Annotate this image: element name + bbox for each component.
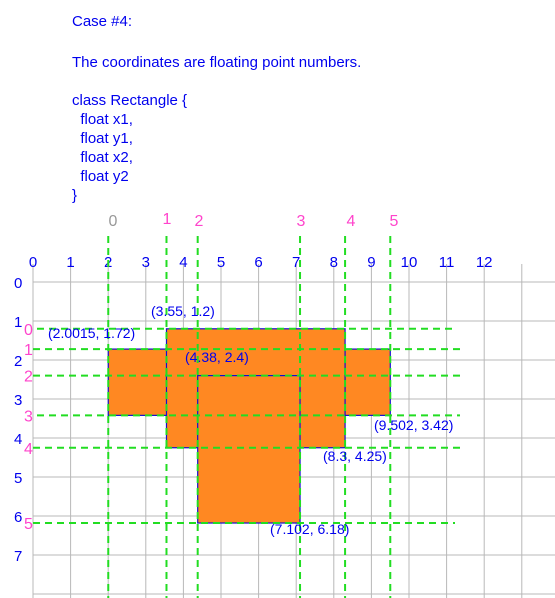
y-axis-tick-label: 7 xyxy=(14,548,22,565)
y-axis-tick-label: 3 xyxy=(14,392,22,409)
point-coordinate-label: (7.102, 6.18) xyxy=(270,521,349,537)
compressed-y-index-label: 5 xyxy=(24,516,33,533)
rectangle xyxy=(197,375,301,524)
x-axis-tick-label: 10 xyxy=(401,254,418,271)
x-axis-tick-label: 3 xyxy=(142,254,150,271)
compressed-x-index-label: 3 xyxy=(297,213,306,230)
compressed-y-index-label: 4 xyxy=(24,441,33,458)
x-axis-tick-label: 11 xyxy=(439,254,455,271)
y-axis-tick-label: 6 xyxy=(14,509,22,526)
x-axis-tick-label: 4 xyxy=(179,254,187,271)
compressed-y-index-label: 3 xyxy=(24,408,33,425)
compressed-x-index-label: 4 xyxy=(347,213,356,230)
y-axis-tick-label: 2 xyxy=(14,353,22,370)
code-line: float y1, xyxy=(72,130,133,147)
compressed-y-index-label: 1 xyxy=(24,342,33,359)
code-line: class Rectangle { xyxy=(72,92,188,109)
x-axis-tick-label: 6 xyxy=(254,254,262,271)
x-axis-tick-label: 8 xyxy=(330,254,338,271)
x-axis-tick-label: 0 xyxy=(29,254,37,271)
y-axis-tick-label: 4 xyxy=(14,431,22,448)
compressed-x-index-label: 2 xyxy=(195,213,204,230)
point-coordinate-label: (2.0015, 1.72) xyxy=(48,325,135,341)
y-axis-tick-label: 0 xyxy=(14,275,22,292)
y-axis-tick-label: 5 xyxy=(14,470,22,487)
code-line: float y2 xyxy=(72,168,129,185)
compressed-y-index-label: 2 xyxy=(24,369,33,386)
compressed-x-index-label: 0 xyxy=(109,213,118,230)
x-axis-tick-label: 12 xyxy=(476,254,493,271)
description-text: The coordinates are floating point numbe… xyxy=(72,54,362,71)
compressed-x-index-label: 1 xyxy=(163,211,172,228)
x-axis-tick-label: 7 xyxy=(292,254,300,271)
case-heading: Case #4: xyxy=(72,13,133,30)
x-axis-tick-label: 1 xyxy=(66,254,74,271)
compressed-x-index-label: 5 xyxy=(390,213,399,230)
point-coordinate-label: (3.55, 1.2) xyxy=(151,303,215,319)
x-axis-tick-label: 5 xyxy=(217,254,225,271)
y-axis-tick-label: 1 xyxy=(14,314,22,331)
point-coordinate-label: (8.3, 4.25) xyxy=(323,448,387,464)
code-line: } xyxy=(72,187,78,204)
code-line: float x2, xyxy=(72,149,133,166)
compressed-y-index-label: 0 xyxy=(24,322,33,339)
code-line: float x1, xyxy=(72,111,133,128)
point-coordinate-label: (9.502, 3.42) xyxy=(374,417,453,433)
x-axis-tick-label: 9 xyxy=(367,254,375,271)
point-coordinate-label: (4.38, 2.4) xyxy=(185,349,249,365)
